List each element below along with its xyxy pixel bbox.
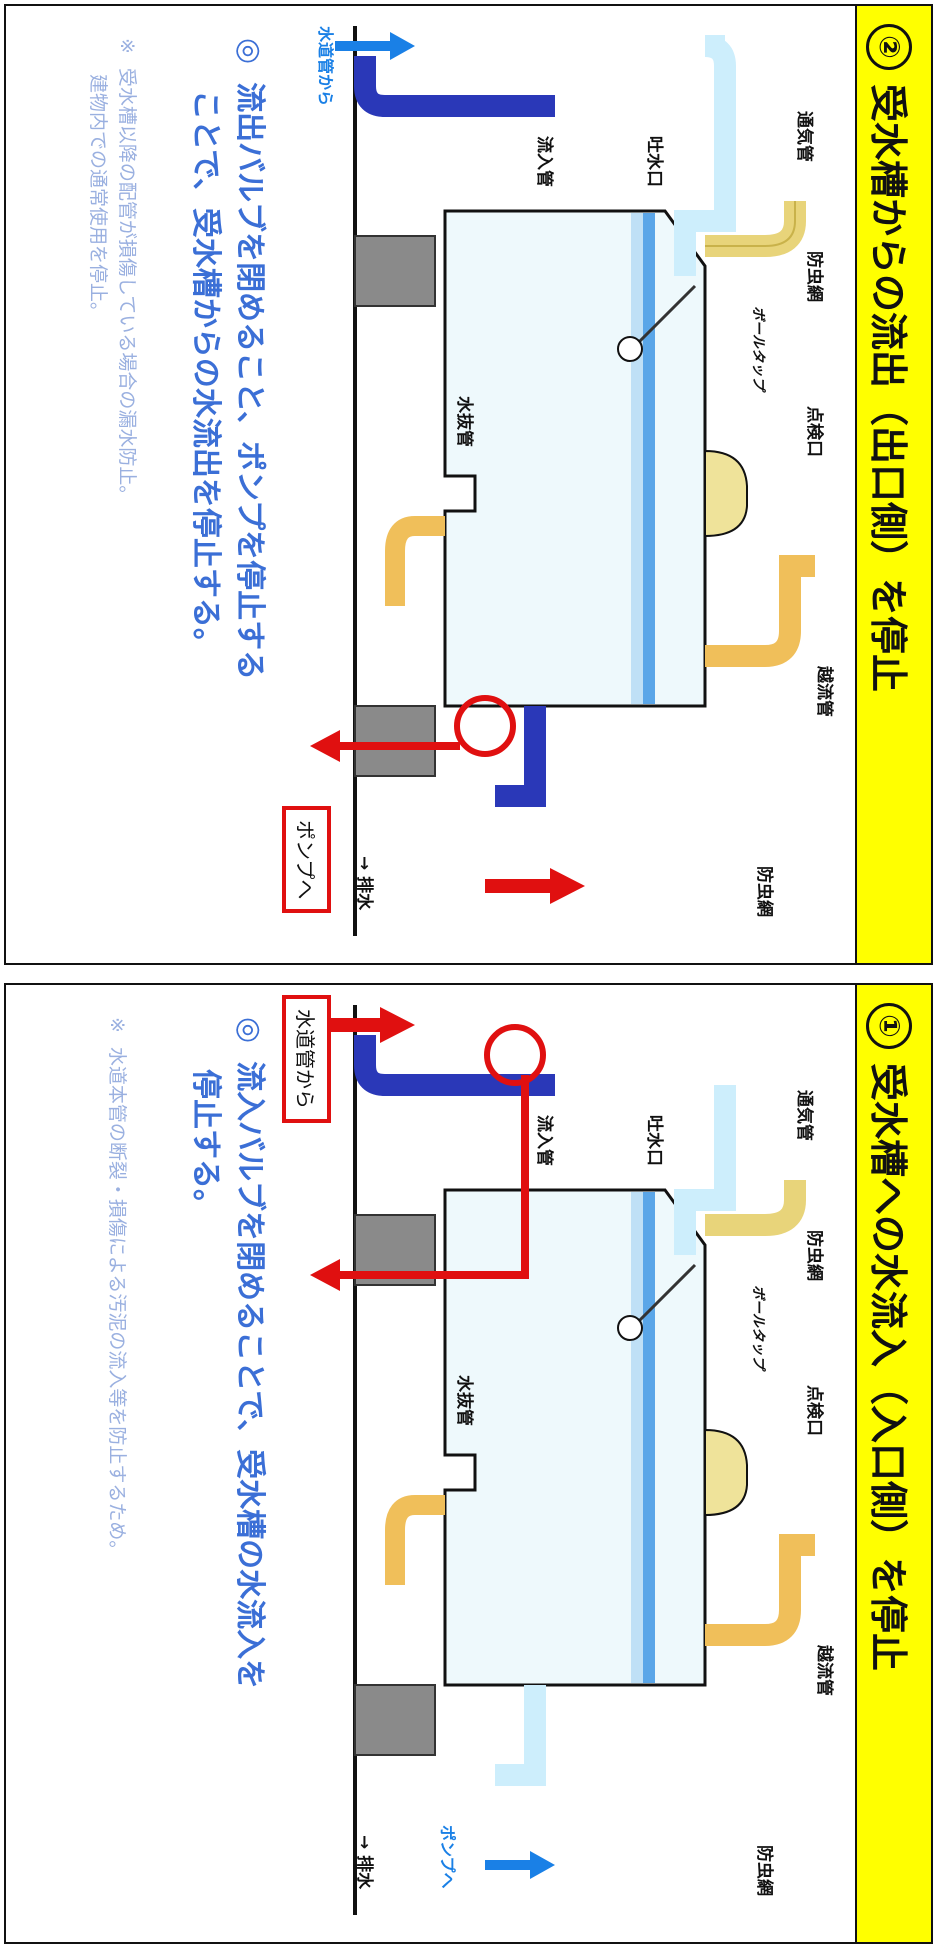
- support-block: [354, 705, 436, 777]
- main-note-line-1: 流出バルブを閉めること、ポンプを停止する: [232, 82, 267, 681]
- ball-tap-float: [617, 1315, 643, 1341]
- ball-tap-arm: [633, 284, 697, 348]
- inspection-port: [704, 449, 748, 538]
- label-ball-tap: ボールタップ: [750, 306, 766, 390]
- inflow-pipe-inner: [674, 1085, 736, 1255]
- panel-frame: ① 受水槽への水流入（入口側）を停止: [4, 983, 933, 1944]
- red-arrow: [335, 1075, 529, 1279]
- overflow-pipe: [705, 555, 815, 667]
- water-surface: [643, 213, 655, 704]
- main-note-line-2: ことで、受水槽からの水流出を停止する。: [188, 90, 223, 658]
- drain-pipe: [385, 516, 445, 606]
- double-circle-icon: ◎: [232, 38, 267, 65]
- label-vent-pipe: 通気管: [794, 111, 814, 162]
- support-block: [354, 1214, 436, 1286]
- double-circle-icon: ◎: [232, 1017, 267, 1044]
- panel-frame: ② 受水槽からの流出（出口側）を停止: [4, 4, 933, 965]
- asterisk-mark: ※: [116, 38, 138, 54]
- support-block: [354, 1684, 436, 1756]
- label-ball-tap: ボールタップ: [750, 1285, 766, 1369]
- title-bar: ② 受水槽からの流出（出口側）を停止: [855, 6, 931, 963]
- water-tank-diagram: [310, 26, 815, 936]
- panel-number: ②: [866, 24, 913, 70]
- inspection-port: [704, 1428, 748, 1517]
- label-inflow-pipe: 流入管: [534, 136, 554, 187]
- support-block: [354, 235, 436, 307]
- label-inflow-pipe: 流入管: [534, 1115, 554, 1166]
- label-to-pump: ポンプへ: [438, 1825, 457, 1889]
- label-insect-net-top: 防虫網: [804, 251, 824, 302]
- label-drainage: → 排水: [354, 1835, 374, 1890]
- main-note: ◎ 流出バルブを閉めること、ポンプを停止する ことで、受水槽からの水流出を停止する…: [183, 38, 271, 680]
- panel-title-text: 受水槽への水流入（入口側）を停止: [866, 1063, 910, 1672]
- label-inspection-port: 点検口: [804, 1385, 824, 1436]
- label-drain-pipe: 水抜管: [454, 1375, 474, 1426]
- label-water-source: 水道管から: [316, 26, 335, 107]
- overflow-pipe: [705, 1534, 815, 1646]
- label-insect-net-top: 防虫網: [804, 1230, 824, 1281]
- title-bar: ① 受水槽への水流入（入口側）を停止: [855, 985, 931, 1942]
- drain-pipe: [385, 1495, 445, 1585]
- sub-note: ※ 水道本管の断裂・損傷による汚泥の流入等を防止するため。: [102, 1017, 131, 1559]
- label-overflow-pipe: 越流管: [814, 1645, 834, 1696]
- inflow-pipe-inner: [674, 106, 736, 276]
- water-surface: [643, 1192, 655, 1683]
- sub-note-line-1: 受水槽以降の配管が損傷している場合の漏水防止。: [116, 67, 138, 505]
- water-source-box: 水道管から: [282, 995, 331, 1123]
- panel-number: ①: [866, 1003, 913, 1049]
- panel-title: ② 受水槽からの流出（出口側）を停止: [863, 24, 920, 692]
- water-surface-shade: [631, 1192, 643, 1683]
- label-spout: 吐水口: [644, 136, 664, 187]
- label-vent-pipe: 通気管: [794, 1090, 814, 1141]
- label-insect-net-right: 防虫網: [754, 866, 774, 917]
- panel-title-text: 受水槽からの流出（出口側）を停止: [866, 84, 910, 693]
- ball-tap-arm: [633, 1263, 697, 1327]
- label-insect-net-right: 防虫網: [754, 1845, 774, 1896]
- to-pump-box: ポンプへ: [282, 806, 331, 914]
- sub-note-line-1: 水道本管の断裂・損傷による汚泥の流入等を防止するため。: [106, 1046, 128, 1560]
- label-spout: 吐水口: [644, 1115, 664, 1166]
- water-tank: [443, 1188, 707, 1687]
- panel-outlet-stop: ② 受水槽からの流出（出口側）を停止: [4, 4, 933, 965]
- asterisk-mark: ※: [106, 1017, 128, 1033]
- panel-title: ① 受水槽への水流入（入口側）を停止: [863, 1003, 920, 1671]
- panel-inlet-stop: ① 受水槽への水流入（入口側）を停止: [4, 983, 933, 1944]
- label-inspection-port: 点検口: [804, 406, 824, 457]
- water-tank: [443, 209, 707, 708]
- label-overflow-pipe: 越流管: [814, 666, 834, 717]
- sub-note: ※ 受水槽以降の配管が損傷している場合の漏水防止。 建物内での通常使用を停止。: [83, 38, 141, 504]
- outlet-pipe: [495, 706, 546, 807]
- inflow-pipe: [354, 56, 555, 117]
- vent-pipe: [705, 1180, 806, 1236]
- inflow-pipe: [354, 1035, 555, 1096]
- label-drainage: → 排水: [354, 856, 374, 911]
- water-tank-diagram: [310, 1005, 815, 1915]
- main-note: ◎ 流入バルブを閉めることで、受水槽の水流入を 停止する。: [183, 1017, 271, 1689]
- ball-tap-float: [617, 336, 643, 362]
- water-surface-shade: [631, 213, 643, 704]
- valve-highlight: [484, 1024, 546, 1086]
- main-note-line-2: 停止する。: [188, 1069, 223, 1219]
- valve-highlight: [454, 695, 516, 757]
- label-drain-pipe: 水抜管: [454, 396, 474, 447]
- sub-note-line-2: 建物内での通常使用を停止。: [87, 74, 109, 322]
- main-note-line-1: 流入バルブを閉めることで、受水槽の水流入を: [232, 1061, 267, 1690]
- outlet-pipe: [495, 1685, 546, 1786]
